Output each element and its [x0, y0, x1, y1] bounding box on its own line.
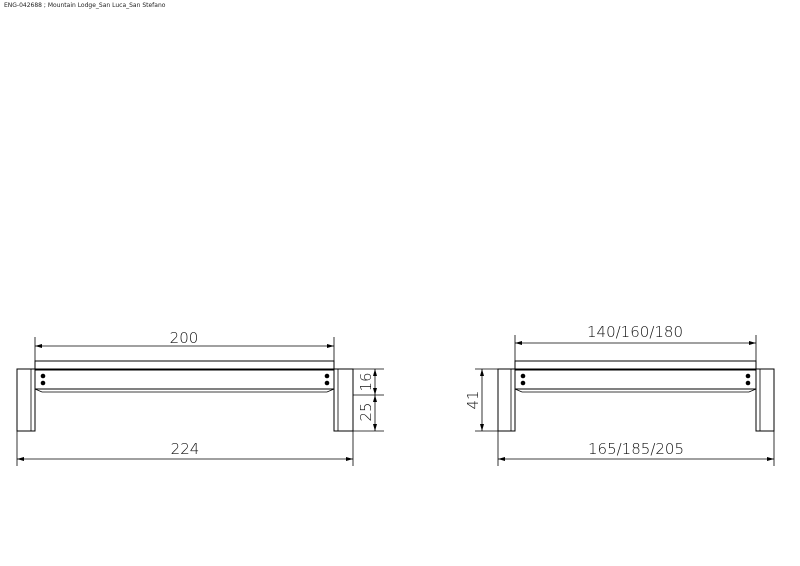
bolt: [745, 380, 751, 386]
arrowhead: [480, 369, 484, 376]
side-rail: [514, 369, 757, 390]
bolt: [324, 380, 330, 386]
arrowhead: [35, 344, 42, 348]
right-leg: [333, 368, 354, 432]
arrowhead: [373, 395, 377, 402]
arrowhead: [346, 457, 353, 461]
left-leg: [16, 368, 36, 432]
bolt: [40, 373, 46, 379]
arrowhead: [373, 369, 377, 376]
arrowhead: [498, 457, 505, 461]
dim-label-200: 200: [170, 329, 199, 347]
bolt: [324, 373, 330, 379]
arrowhead: [480, 424, 484, 431]
arrowhead: [767, 457, 774, 461]
dim-label-165-185-205: 165/185/205: [588, 440, 684, 458]
side-rail: [34, 369, 335, 390]
rail-underside: [34, 388, 335, 393]
top-rail: [34, 360, 335, 370]
arrowhead: [515, 341, 522, 345]
dim-label-41: 41: [464, 390, 482, 409]
top-rail: [514, 360, 757, 370]
right-bed-view: 140/160/180 165/185/205 41: [464, 323, 775, 466]
drawing-caption: ENG-042688 ; Mountain Lodge_San Luca_San…: [4, 2, 166, 9]
bolt: [40, 380, 46, 386]
right-leg: [755, 368, 775, 432]
left-leg: [497, 368, 516, 432]
arrowhead: [17, 457, 24, 461]
dim-label-25: 25: [357, 402, 375, 421]
bolt: [520, 373, 526, 379]
arrowhead: [373, 424, 377, 431]
bolt: [745, 373, 751, 379]
arrowhead: [327, 344, 334, 348]
arrowhead: [373, 388, 377, 395]
arrowhead: [749, 341, 756, 345]
bolt: [520, 380, 526, 386]
dim-label-140-160-180: 140/160/180: [587, 323, 683, 341]
dim-label-16: 16: [357, 372, 375, 391]
rail-underside: [514, 388, 757, 393]
dim-label-224: 224: [171, 440, 200, 458]
left-bed-view: 200 224 16 25: [16, 329, 384, 466]
